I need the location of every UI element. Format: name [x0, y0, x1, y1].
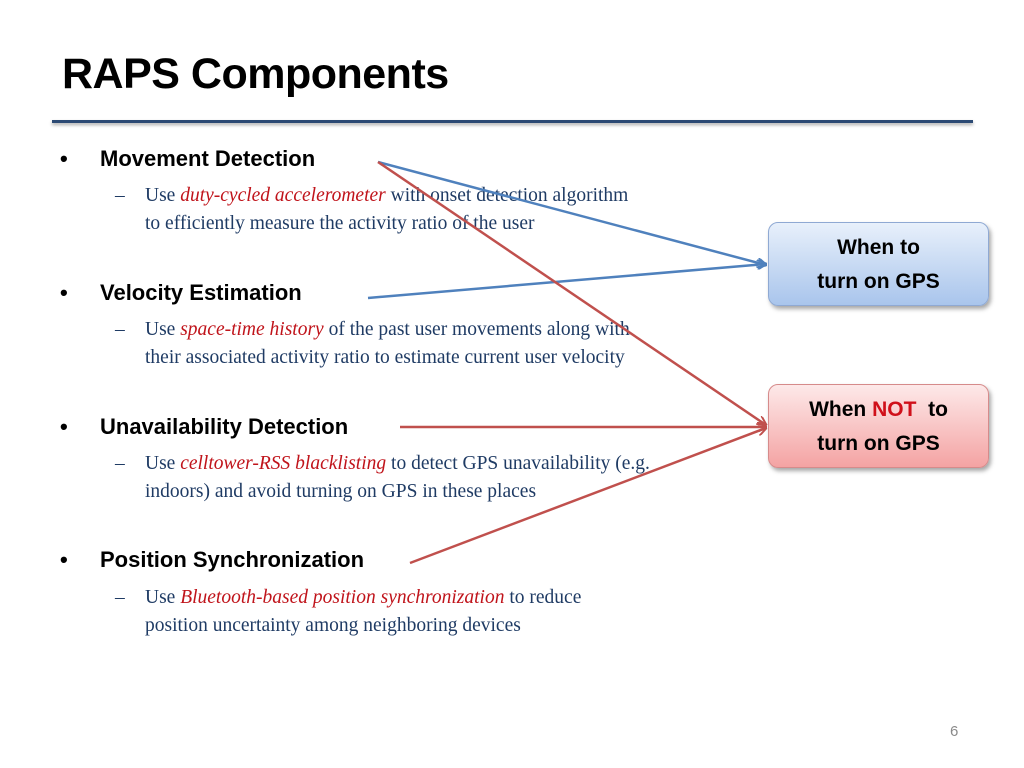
- dash-icon: –: [115, 319, 125, 340]
- sub-suffix: with onset detection algorithm: [386, 185, 629, 206]
- arrow-movement-to-when: [377, 160, 766, 265]
- sub-emphasis: celltower-RSS blacklisting: [180, 453, 387, 474]
- box-line2: turn on GPS: [817, 270, 940, 293]
- box-not-word: NOT: [872, 398, 917, 421]
- bullet-heading: Unavailability Detection: [100, 414, 349, 439]
- sub-bullet-position-synchronization: – Use Bluetooth-based position synchroni…: [115, 584, 755, 640]
- sub-emphasis: Bluetooth-based position synchronization: [180, 587, 505, 608]
- sub-emphasis: space-time history: [180, 319, 324, 340]
- bullet-dot-icon: •: [60, 547, 68, 572]
- slide-title: RAPS Components: [62, 50, 449, 98]
- dash-icon: –: [115, 185, 125, 206]
- sub-line2: position uncertainty among neighboring d…: [145, 615, 521, 636]
- sub-line2: to efficiently measure the activity rati…: [145, 213, 535, 234]
- when-to-turn-on-gps-box: When to turn on GPS: [768, 222, 989, 306]
- page-number: 6: [950, 723, 959, 740]
- sub-line2: their associated activity ratio to estim…: [145, 347, 625, 368]
- bullet-dot-icon: •: [60, 280, 68, 305]
- box-line1-a: When: [809, 398, 873, 421]
- bullet-heading: Position Synchronization: [100, 547, 365, 572]
- sub-prefix: Use: [145, 319, 181, 340]
- sub-prefix: Use: [145, 453, 181, 474]
- bullet-movement-detection: • Movement Detection: [60, 146, 315, 172]
- sub-bullet-velocity-estimation: – Use space-time history of the past use…: [115, 316, 755, 372]
- bullet-dot-icon: •: [60, 146, 68, 171]
- sub-suffix: to reduce: [504, 587, 582, 608]
- bullet-heading: Velocity Estimation: [100, 280, 302, 305]
- bullet-velocity-estimation: • Velocity Estimation: [60, 280, 302, 306]
- arrow-position-sync-to-when-not: [409, 428, 766, 565]
- box-line1-b: to: [916, 398, 948, 421]
- bullet-dot-icon: •: [60, 414, 68, 439]
- sub-line2: indoors) and avoid turning on GPS in the…: [145, 481, 537, 502]
- bullet-position-synchronization: • Position Synchronization: [60, 547, 364, 573]
- arrow-velocity-to-when: [367, 264, 766, 300]
- sub-bullet-unavailability-detection: – Use celltower-RSS blacklisting to dete…: [115, 450, 755, 506]
- dash-icon: –: [115, 453, 125, 474]
- sub-suffix: to detect GPS unavailability (e.g.: [386, 453, 650, 474]
- title-divider: [52, 120, 973, 123]
- dash-icon: –: [115, 587, 125, 608]
- sub-emphasis: duty-cycled accelerometer: [180, 185, 386, 206]
- box-line2: turn on GPS: [817, 432, 940, 455]
- bullet-heading: Movement Detection: [100, 146, 316, 171]
- sub-prefix: Use: [145, 185, 181, 206]
- sub-suffix: of the past user movements along with: [323, 319, 630, 340]
- box-line1: When to: [837, 236, 920, 259]
- when-not-to-turn-on-gps-box: When NOT to turn on GPS: [768, 384, 989, 468]
- sub-prefix: Use: [145, 587, 181, 608]
- arrow-movement-to-when-not: [377, 160, 766, 425]
- bullet-unavailability-detection: • Unavailability Detection: [60, 414, 348, 440]
- sub-bullet-movement-detection: – Use duty-cycled accelerometer with ons…: [115, 182, 755, 238]
